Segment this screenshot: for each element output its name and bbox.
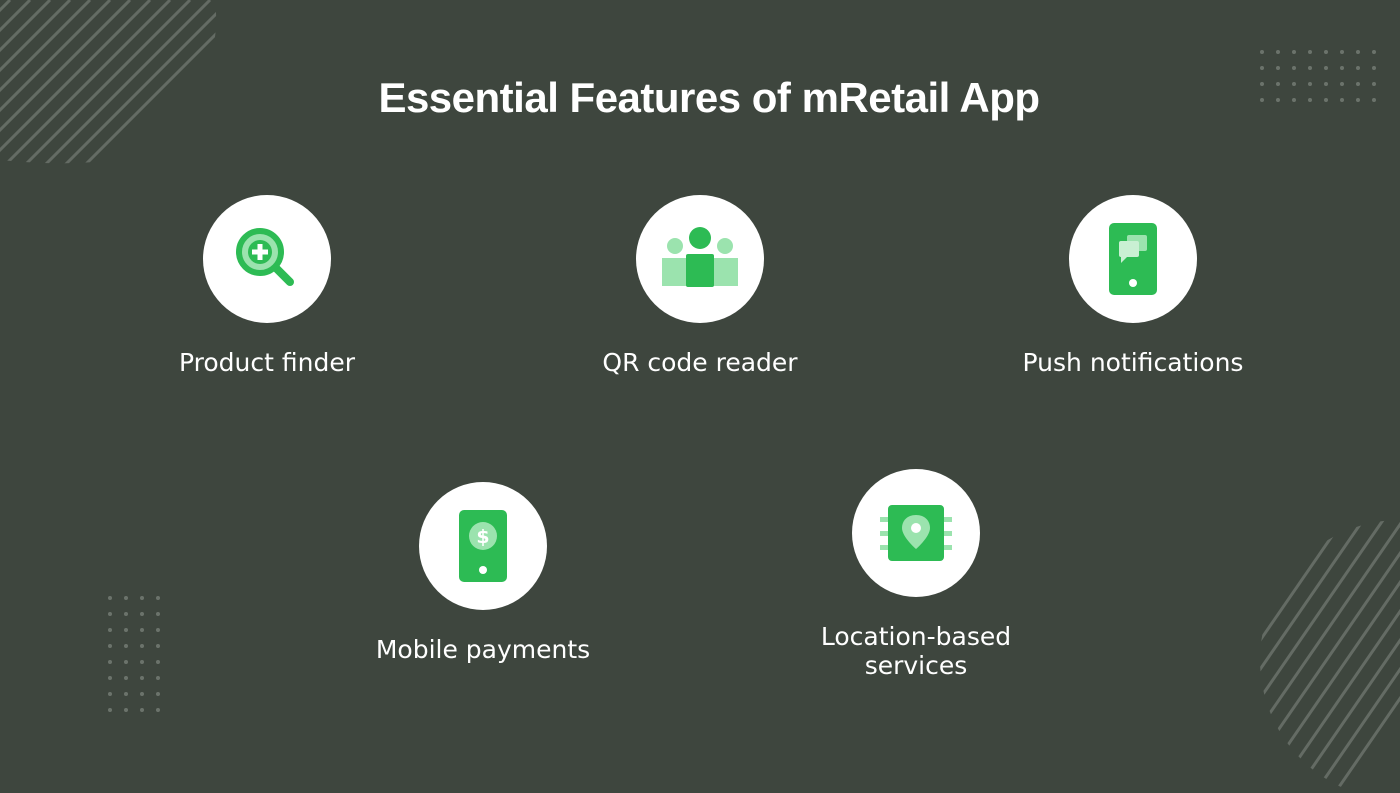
feature-qr-code-reader: QR code reader [550,195,850,395]
chip-location-icon [880,505,952,561]
people-group-icon [662,227,738,287]
feature-label: QR code reader [602,348,798,377]
phone-dollar-icon: $ [459,510,507,582]
feature-push-notifications: Push notifications [983,195,1283,395]
feature-mobile-payments: $ Mobile payments [333,482,633,682]
feature-location-based-services: Location-based services [766,469,1066,680]
diagonal-stripes-bottom-right [1260,520,1400,793]
feature-label: Mobile payments [375,635,591,664]
svg-text:$: $ [476,526,489,548]
feature-icon-circle [636,195,764,323]
magnifier-plus-icon [236,228,294,286]
dot-grid-top-right [1256,46,1386,106]
phone-chat-icon [1109,223,1157,295]
feature-product-finder: Product finder [117,195,417,395]
page-title: Essential Features of mRetail App [378,74,1040,121]
feature-icon-circle [852,469,980,597]
feature-icon-circle [1069,195,1197,323]
diagonal-stripes-top-left [0,0,217,164]
feature-icon-circle: $ [419,482,547,610]
feature-label: Location-based services [820,622,1012,680]
dot-grid-bottom-left [104,592,168,722]
feature-label: Push notifications [1022,348,1244,377]
feature-icon-circle [203,195,331,323]
feature-label: Product finder [179,348,355,377]
